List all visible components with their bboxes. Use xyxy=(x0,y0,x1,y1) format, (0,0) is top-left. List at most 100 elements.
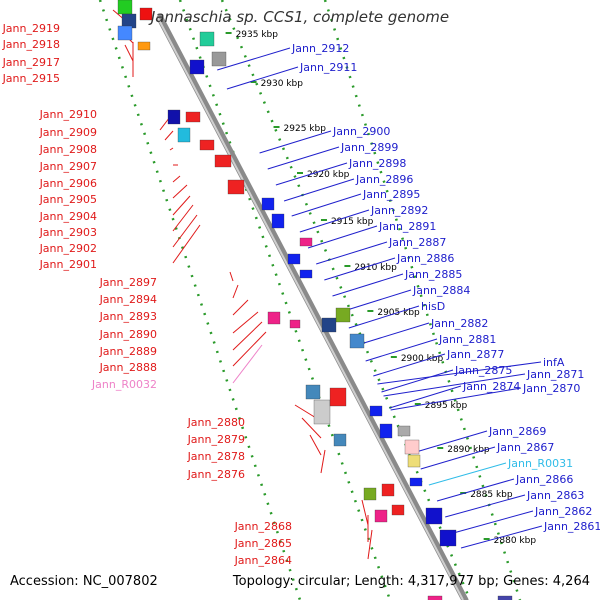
gene-label-right[interactable]: infA xyxy=(543,356,565,369)
gene-feature[interactable] xyxy=(227,179,245,195)
gene-label-left[interactable]: Jann_2865 xyxy=(234,537,292,550)
gene-label-right[interactable]: Jann_2862 xyxy=(534,505,592,518)
gene-feature[interactable] xyxy=(261,197,275,211)
gene-feature[interactable] xyxy=(329,387,347,407)
gene-label-left[interactable]: Jann_2888 xyxy=(99,361,157,374)
gene-feature[interactable] xyxy=(407,454,421,468)
gene-label-left[interactable]: Jann_R0032 xyxy=(91,378,157,391)
gene-label-right[interactable]: Jann_2899 xyxy=(340,141,398,154)
gene-label-left[interactable]: Jann_2907 xyxy=(39,160,97,173)
gene-label-right[interactable]: Jann_2882 xyxy=(430,317,488,330)
gene-feature[interactable] xyxy=(349,333,365,349)
gene-label-left[interactable]: Jann_2906 xyxy=(39,177,97,190)
gene-label-right[interactable]: Jann_2891 xyxy=(378,220,436,233)
gene-label-right[interactable]: hisD xyxy=(421,300,445,313)
gene-feature[interactable] xyxy=(299,237,313,247)
gene-label-right[interactable]: Jann_2885 xyxy=(404,268,462,281)
gene-feature[interactable] xyxy=(369,405,383,417)
gene-label-left[interactable]: Jann_2880 xyxy=(187,416,245,429)
gene-label-right[interactable]: Jann_2874 xyxy=(462,380,520,393)
gene-label-left[interactable]: Jann_2889 xyxy=(99,345,157,358)
gene-label-left[interactable]: Jann_2897 xyxy=(99,276,157,289)
gene-feature[interactable] xyxy=(397,425,411,437)
gene-feature[interactable] xyxy=(379,423,393,439)
gene-feature[interactable] xyxy=(185,111,201,123)
gene-feature[interactable] xyxy=(427,595,443,603)
gene-feature[interactable] xyxy=(199,139,215,151)
gene-label-left[interactable]: Jann_2879 xyxy=(187,433,245,446)
gene-feature[interactable] xyxy=(287,253,301,265)
gene-label-right[interactable]: Jann_2898 xyxy=(348,157,406,170)
gene-label-left[interactable]: Jann_2918 xyxy=(2,38,60,51)
gene-label-right[interactable]: Jann_2912 xyxy=(291,42,349,55)
gene-label-left[interactable]: Jann_2910 xyxy=(39,108,97,121)
gene-label-left[interactable]: Jann_2904 xyxy=(39,210,97,223)
gene-feature[interactable] xyxy=(313,399,331,425)
gene-feature[interactable] xyxy=(335,307,351,323)
gene-label-right[interactable]: Jann_2881 xyxy=(438,333,496,346)
gene-feature[interactable] xyxy=(267,311,281,325)
gene-feature[interactable] xyxy=(214,154,232,168)
gene-label-right[interactable]: Jann_2871 xyxy=(526,368,584,381)
gene-feature[interactable] xyxy=(289,319,301,329)
gene-label-left[interactable]: Jann_2876 xyxy=(187,468,245,481)
gene-feature[interactable] xyxy=(409,477,423,487)
gene-feature[interactable] xyxy=(211,51,227,67)
gene-feature[interactable] xyxy=(333,433,347,447)
gene-feature[interactable] xyxy=(199,31,215,47)
gene-feature[interactable] xyxy=(497,595,513,603)
gene-feature[interactable] xyxy=(363,487,377,501)
gene-label-right[interactable]: Jann_2911 xyxy=(299,61,357,74)
gene-feature[interactable] xyxy=(305,384,321,400)
gene-label-left[interactable]: Jann_2908 xyxy=(39,143,97,156)
gene-label-right[interactable]: Jann_2886 xyxy=(396,252,454,265)
gene-feature[interactable] xyxy=(117,25,133,41)
gene-feature[interactable] xyxy=(139,7,153,21)
gene-label-left[interactable]: Jann_2903 xyxy=(39,226,97,239)
gene-label-right[interactable]: Jann_2896 xyxy=(355,173,413,186)
gene-label-left[interactable]: Jann_2878 xyxy=(187,450,245,463)
gene-label-left[interactable]: Jann_2890 xyxy=(99,328,157,341)
gene-feature[interactable] xyxy=(177,127,191,143)
gene-label-right[interactable]: Jann_R0031 xyxy=(507,457,573,470)
gene-label-left[interactable]: Jann_2905 xyxy=(39,193,97,206)
gene-label-right[interactable]: Jann_2869 xyxy=(488,425,546,438)
gene-label-right[interactable]: Jann_2895 xyxy=(362,188,420,201)
gene-feature[interactable] xyxy=(271,213,285,229)
gene-label-left[interactable]: Jann_2901 xyxy=(39,258,97,271)
gene-label-right[interactable]: Jann_2870 xyxy=(522,382,580,395)
gene-label-left[interactable]: Jann_2902 xyxy=(39,242,97,255)
gene-label-right[interactable]: Jann_2861 xyxy=(543,520,600,533)
gene-feature[interactable] xyxy=(374,509,388,523)
gene-label-right[interactable]: Jann_2900 xyxy=(332,125,390,138)
gene-leader-line xyxy=(172,184,188,199)
gene-feature[interactable] xyxy=(189,59,205,75)
gene-feature[interactable] xyxy=(391,504,405,516)
gene-label-left[interactable]: Jann_2868 xyxy=(234,520,292,533)
gene-label-left[interactable]: Jann_2893 xyxy=(99,310,157,323)
gene-label-right[interactable]: Jann_2875 xyxy=(454,364,512,377)
gene-label-right[interactable]: Jann_2877 xyxy=(446,348,504,361)
gene-feature[interactable] xyxy=(381,483,395,497)
gene-label-left[interactable]: Jann_2919 xyxy=(2,22,60,35)
gene-label-right[interactable]: Jann_2866 xyxy=(515,473,573,486)
gene-feature[interactable] xyxy=(425,507,443,525)
gene-label-right[interactable]: Jann_2884 xyxy=(412,284,470,297)
gene-label-left[interactable]: Jann_2917 xyxy=(2,56,60,69)
gene-label-right[interactable]: Jann_2863 xyxy=(526,489,584,502)
gene-label-left[interactable]: Jann_2894 xyxy=(99,293,157,306)
gene-label-right[interactable]: Jann_2887 xyxy=(388,236,446,249)
gene-label-left[interactable]: Jann_2915 xyxy=(2,72,60,85)
gene-label-left[interactable]: Jann_2864 xyxy=(234,554,292,567)
gene-label-right[interactable]: Jann_2892 xyxy=(370,204,428,217)
gene-feature[interactable] xyxy=(439,529,457,547)
gene-feature[interactable] xyxy=(321,317,337,333)
gene-feature[interactable] xyxy=(167,109,181,125)
gene-feature[interactable] xyxy=(137,41,151,51)
gene-label-right[interactable]: Jann_2867 xyxy=(496,441,554,454)
gene-feature[interactable] xyxy=(299,269,313,279)
gene-label-left[interactable]: Jann_2909 xyxy=(39,126,97,139)
gene-feature[interactable] xyxy=(404,439,420,455)
